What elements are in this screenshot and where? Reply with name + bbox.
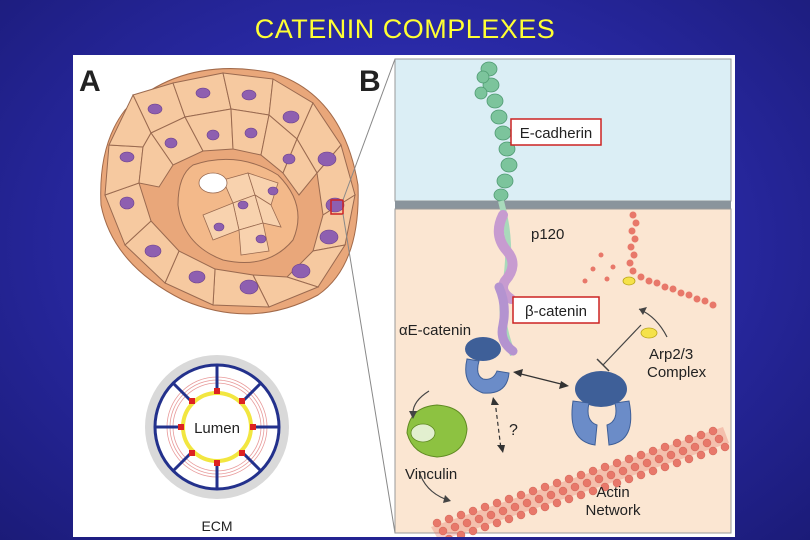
epithelial-cyst	[100, 68, 359, 315]
alpha-e-catenin-protein	[465, 337, 510, 394]
actin-filament-upper	[582, 211, 717, 309]
actin-label-line2: Network	[585, 502, 641, 519]
zoom-line-bottom	[342, 213, 396, 534]
arp23-free	[640, 327, 658, 339]
panel-a-letter: A	[79, 65, 101, 98]
e-cadherin-label: E-cadherin	[520, 125, 593, 142]
slide-title: CATENIN COMPLEXES	[254, 14, 556, 44]
inhibition-line	[602, 324, 642, 366]
actin-label-line1: Actin	[596, 484, 629, 501]
vinculin-protein	[406, 404, 468, 458]
figure-panel: A	[73, 55, 735, 537]
plasma-membrane	[395, 201, 731, 209]
cytoplasm	[394, 208, 732, 534]
p120-label: p120	[531, 226, 564, 243]
e-cadherin-box	[510, 118, 602, 146]
equilibrium-arrow	[516, 372, 566, 386]
vinculin-label: Vinculin	[405, 466, 457, 483]
beta-catenin-box	[512, 296, 600, 324]
ecm-label: ECM	[201, 518, 232, 534]
alpha-e-catenin-label: αE-catenin	[399, 322, 471, 339]
panel-a: A	[79, 58, 396, 534]
arp23-on-filament	[622, 276, 636, 286]
lumen-label: Lumen	[194, 420, 240, 437]
lumen-diagram: Lumen ECM	[145, 355, 289, 534]
alpha-catenin-dimer	[571, 371, 632, 446]
zoom-line-top	[342, 58, 396, 201]
panel-b: B E-cadherin	[359, 58, 732, 537]
question-label: ?	[509, 422, 518, 439]
beta-catenin-label: β-catenin	[525, 303, 587, 320]
arp23-label-line1: Arp2/3	[649, 346, 693, 363]
beta-catenin-protein	[494, 282, 518, 356]
actin-network	[431, 426, 730, 537]
question-arrow	[494, 400, 502, 450]
panel-b-letter: B	[359, 65, 381, 98]
arp23-label-line2: Complex	[647, 364, 707, 381]
